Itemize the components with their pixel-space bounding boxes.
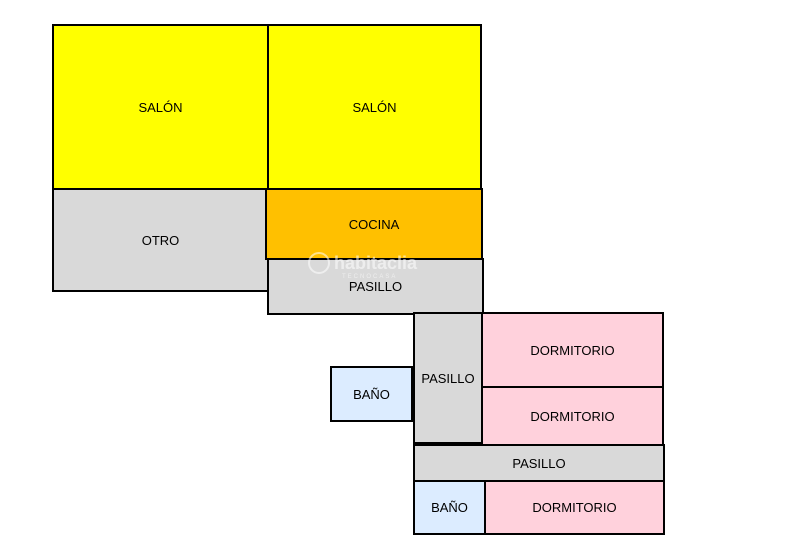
room-label: BAÑO (431, 500, 468, 515)
room-cocina: COCINA (265, 188, 483, 260)
room-dormitorio-3: DORMITORIO (484, 480, 665, 535)
room-label: PASILLO (421, 370, 475, 386)
room-label: COCINA (348, 216, 400, 232)
room-salon-left: SALÓN (52, 24, 269, 190)
room-pasillo-vertical: PASILLO (413, 312, 483, 444)
room-label: DORMITORIO (530, 342, 615, 358)
room-label: SALÓN (352, 99, 397, 115)
room-otro: OTRO (52, 188, 269, 292)
room-label: OTRO (141, 232, 180, 248)
room-bano-1: BAÑO (330, 366, 413, 422)
room-label: SALÓN (138, 99, 183, 115)
room-label: PASILLO (348, 279, 403, 294)
room-dormitorio-2: DORMITORIO (481, 386, 664, 446)
room-salon-right: SALÓN (267, 24, 482, 190)
room-label: BAÑO (353, 386, 390, 402)
room-dormitorio-1: DORMITORIO (481, 312, 664, 388)
room-label: PASILLO (512, 455, 566, 471)
room-bano-2: BAÑO (413, 480, 486, 535)
room-label: DORMITORIO (532, 500, 617, 515)
room-label: DORMITORIO (530, 408, 615, 424)
room-pasillo-top: PASILLO (267, 258, 484, 315)
room-pasillo-bottom: PASILLO (413, 444, 665, 482)
